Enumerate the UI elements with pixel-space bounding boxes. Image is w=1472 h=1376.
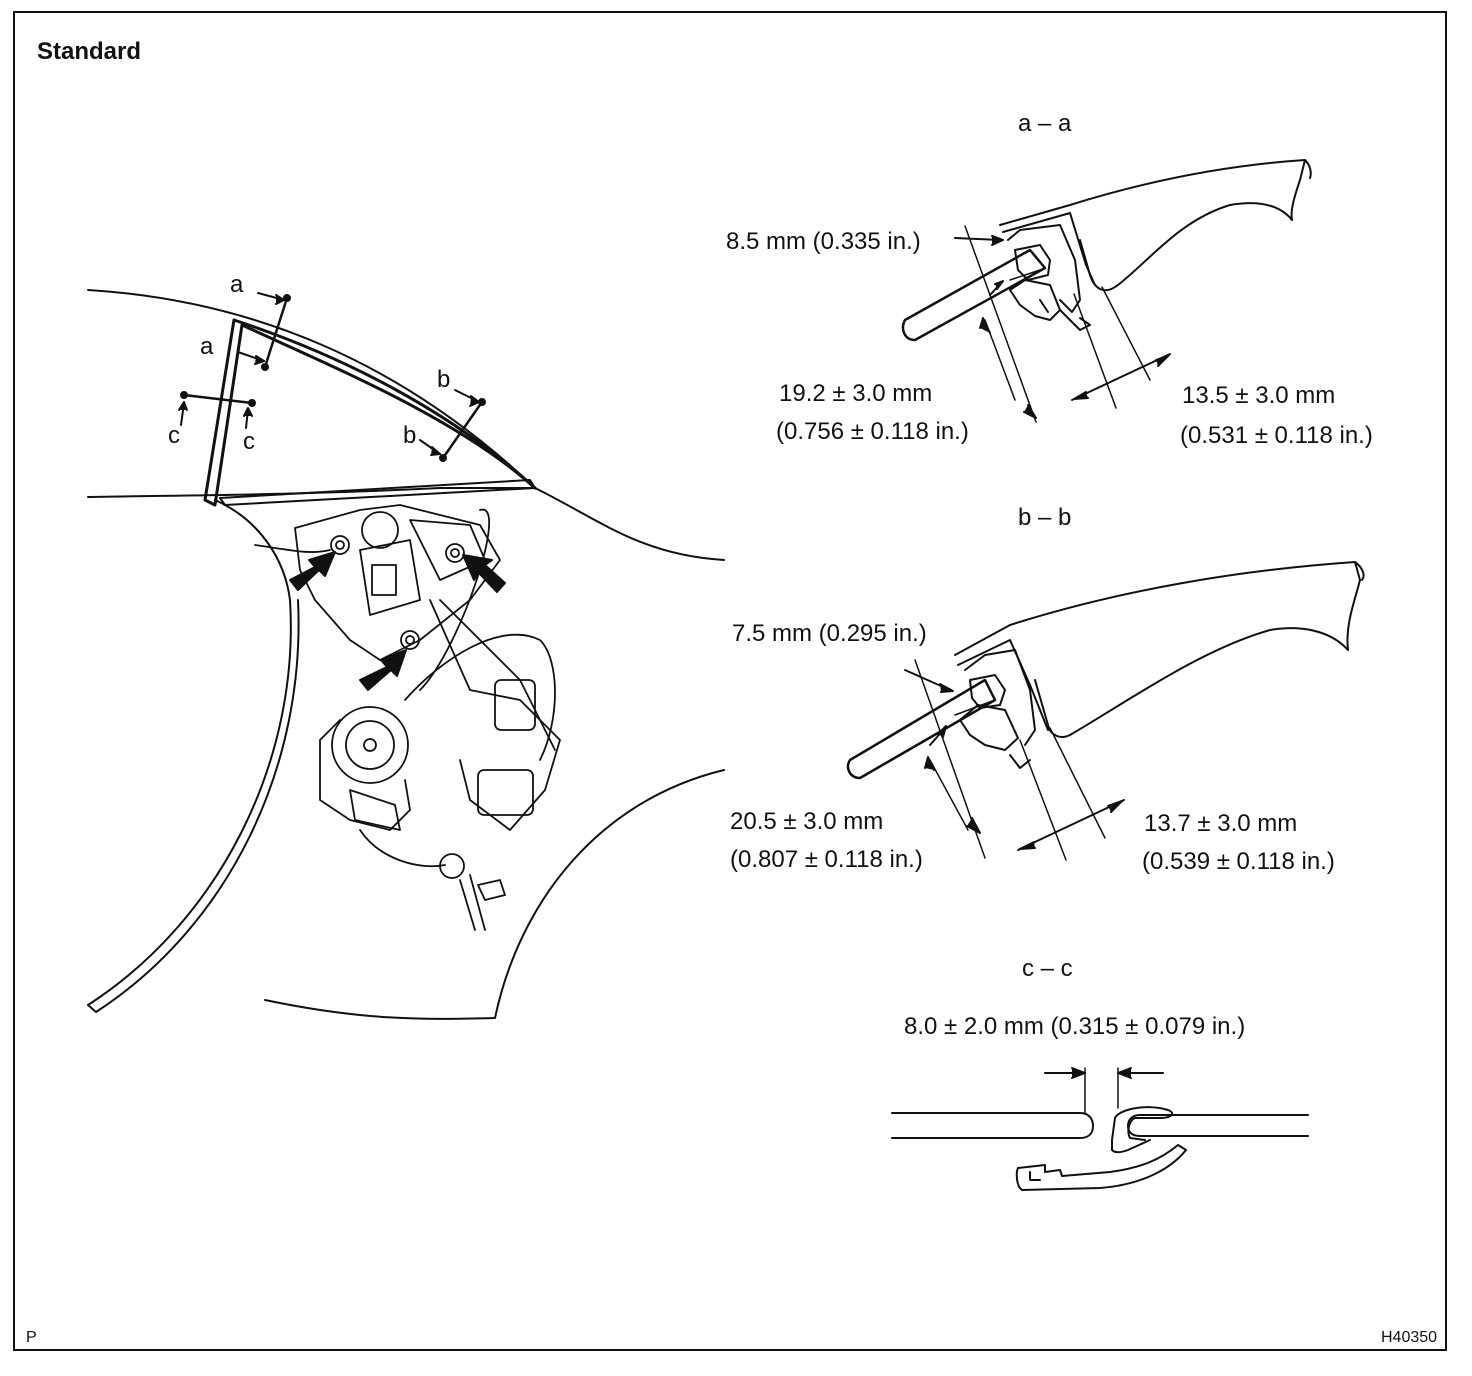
footer-left-code: P — [26, 1329, 37, 1346]
bb-dim-left-in: (0.807 ± 0.118 in.) — [730, 846, 923, 873]
section-bb-drawing — [846, 561, 1365, 861]
section-bb-title: b – b — [1018, 504, 1072, 531]
aa-dim-right-in: (0.531 ± 0.118 in.) — [1180, 422, 1373, 449]
section-cc-title: c – c — [1022, 955, 1073, 982]
marker-a-lower: a — [200, 333, 214, 360]
bb-dim-left-mm: 20.5 ± 3.0 mm — [730, 808, 884, 835]
section-aa-title: a – a — [1018, 110, 1072, 137]
marker-b-upper: b — [437, 366, 451, 393]
footer-figure-id: H40350 — [1381, 1329, 1438, 1346]
marker-c-right: c — [243, 428, 255, 455]
section-aa-drawing — [901, 159, 1312, 423]
bolt-arrows — [289, 551, 506, 691]
aa-dim-left-in: (0.756 ± 0.118 in.) — [776, 418, 969, 445]
cc-dim-top: 8.0 ± 2.0 mm (0.315 ± 0.079 in.) — [904, 1013, 1246, 1040]
heading-standard: Standard — [37, 38, 142, 65]
diagram-frame — [13, 11, 1447, 1351]
bb-dim-right-mm: 13.7 ± 3.0 mm — [1144, 810, 1298, 837]
window-glass — [203, 318, 537, 507]
section-cc-drawing — [891, 1067, 1309, 1191]
window-regulator — [254, 504, 561, 931]
aa-dim-right-mm: 13.5 ± 3.0 mm — [1182, 382, 1336, 409]
door-overview — [87, 289, 725, 1020]
marker-c-left: c — [168, 422, 180, 449]
aa-dim-left-mm: 19.2 ± 3.0 mm — [779, 380, 933, 407]
marker-a-upper: a — [230, 271, 244, 298]
bb-dim-top: 7.5 mm (0.295 in.) — [732, 620, 927, 647]
marker-b-lower: b — [403, 422, 417, 449]
bb-dim-right-in: (0.539 ± 0.118 in.) — [1142, 848, 1335, 875]
aa-dim-top: 8.5 mm (0.335 in.) — [726, 228, 921, 255]
